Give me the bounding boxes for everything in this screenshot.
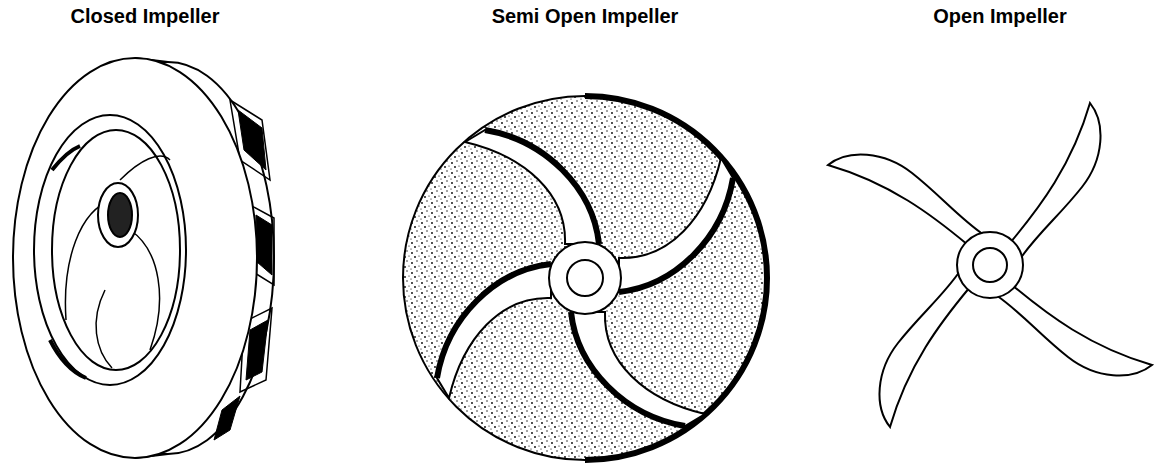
heading-label: Open Impeller: [933, 4, 1066, 28]
hub-bore: [108, 193, 132, 237]
open-impeller: [828, 103, 1152, 427]
eye-ring-inner: [52, 130, 180, 370]
shading: [50, 340, 86, 378]
hub: [98, 183, 138, 247]
hub-bore: [973, 248, 1007, 282]
heading-label: Semi Open Impeller: [492, 4, 679, 28]
closed-impeller: [13, 58, 274, 458]
front-shroud: [13, 58, 257, 458]
eye-ring-outer: [34, 115, 186, 385]
semi-open-impeller: [403, 96, 767, 460]
vanes: [437, 130, 733, 426]
back-plate: [403, 96, 767, 460]
heading-label: Closed Impeller: [71, 4, 220, 28]
inner-vanes: [65, 156, 170, 368]
hub: [957, 232, 1023, 298]
shading: [52, 146, 80, 170]
